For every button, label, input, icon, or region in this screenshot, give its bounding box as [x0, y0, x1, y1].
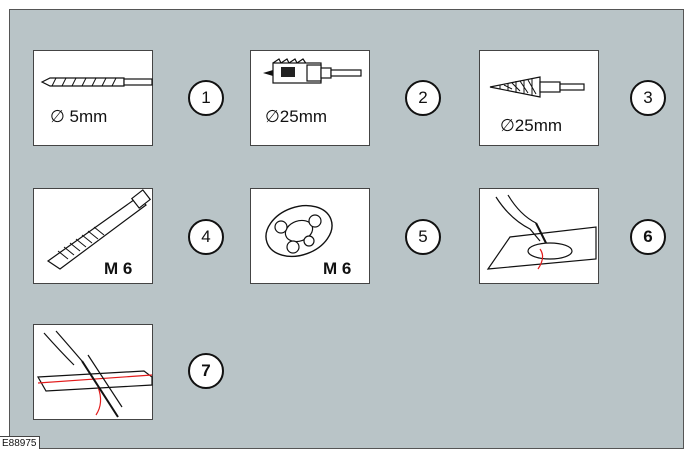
tile-thread-die: M 6: [250, 188, 370, 284]
tool-panel: ∅ 5mm 1 ∅25mm 2 ∅25mm 3: [9, 9, 684, 449]
item-number-badge: 4: [188, 219, 224, 255]
tile-cutting-tool: [33, 324, 153, 420]
item-number-badge: 5: [405, 219, 441, 255]
cable-through-hole-icon: [486, 194, 597, 270]
tile-hole-saw: ∅25mm: [250, 50, 370, 146]
item-number-badge: 6: [630, 219, 666, 255]
item-number-badge: 3: [630, 80, 666, 116]
cutting-tool-icon: [36, 330, 153, 418]
tile-step-drill: ∅25mm: [479, 50, 599, 146]
drill-bit-icon: [40, 77, 153, 87]
tile-drill-bit: ∅ 5mm: [33, 50, 153, 146]
thread-die-icon: [265, 204, 333, 258]
item-label: ∅25mm: [500, 116, 563, 135]
item-label: ∅ 5mm: [50, 107, 108, 126]
item-number-badge: 7: [188, 353, 224, 389]
tile-thread-tap: M 6: [33, 188, 153, 284]
item-number-badge: 2: [405, 80, 441, 116]
item-label: ∅25mm: [265, 107, 328, 126]
item-label: M 6: [104, 259, 133, 278]
item-label: M 6: [323, 259, 352, 278]
hole-saw-icon: [263, 58, 362, 84]
item-number-badge: 1: [188, 80, 224, 116]
step-drill-icon: [489, 76, 585, 98]
tile-cable-through-hole: [479, 188, 599, 284]
figure-reference: E88975: [0, 436, 41, 449]
thread-tap-icon: [46, 189, 152, 270]
